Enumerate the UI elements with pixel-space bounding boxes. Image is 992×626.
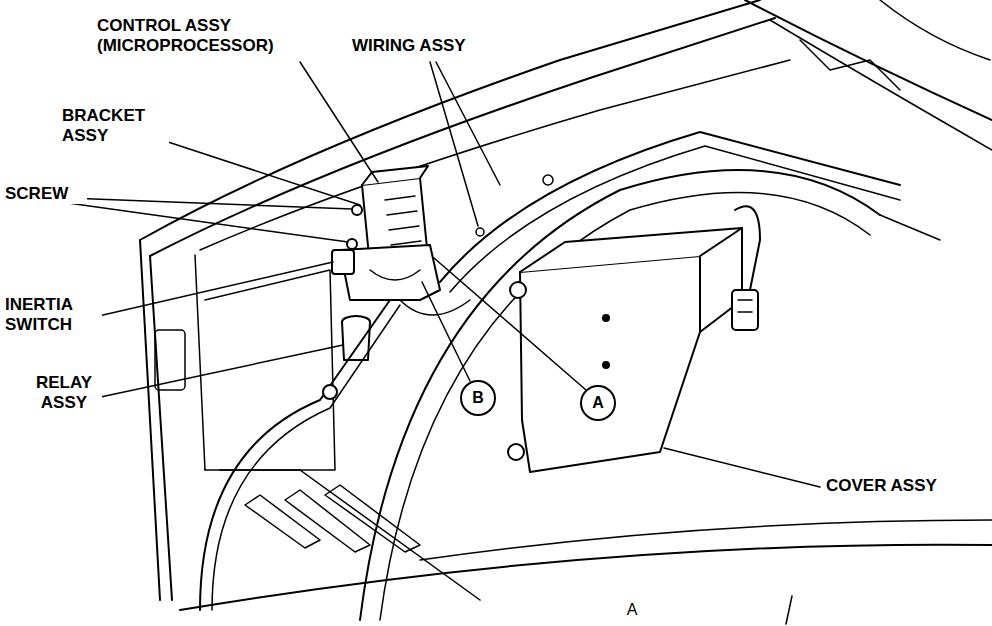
part-label: INERTIA SWITCH [3,295,102,336]
callout-letter: A [592,394,604,412]
leader-lines [68,62,820,487]
part-label: SCREW [3,184,87,204]
part-label: BRACKET ASSY [60,106,169,147]
callout-circle: A [580,385,616,421]
part-label: WIRING ASSY [350,36,514,56]
view-letter: A [620,600,644,619]
part-label: CONTROL ASSY (MICROPROCESSOR) [95,16,324,57]
part-label: COVER ASSY [824,476,988,496]
callout-circle: B [460,380,496,416]
part-label: RELAY ASSY [26,373,102,414]
callout-letter: B [472,389,484,407]
